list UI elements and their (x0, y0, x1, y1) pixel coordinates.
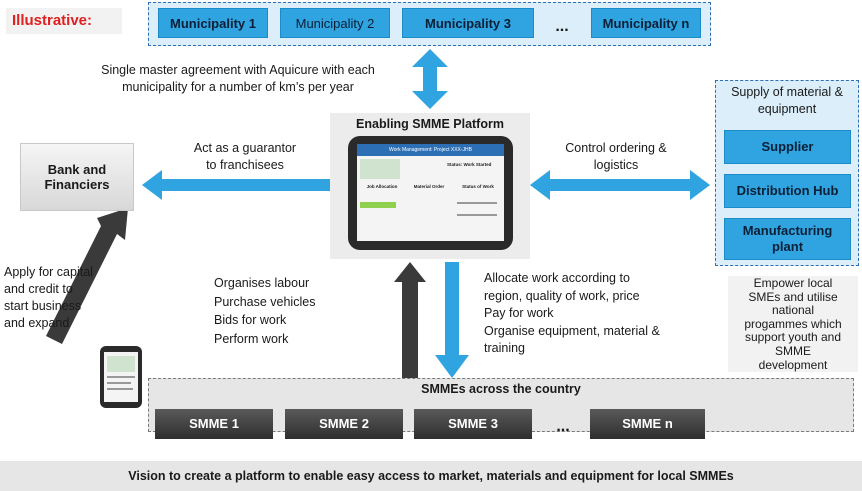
supplier-box: Supplier (724, 130, 851, 164)
master-agreement-line-1: Single master agreement with Aquicure wi… (101, 63, 375, 77)
municipality-platform-arrow (412, 49, 448, 109)
control-ordering-text: Control ordering & logistics (548, 140, 684, 174)
smme-3-box: SMME 3 (414, 409, 532, 439)
platform-title: Enabling SMME Platform (356, 117, 504, 131)
apply-line-3: start business (4, 299, 82, 313)
tablet-material-order: Material Order (413, 184, 445, 189)
guarantor-arrow (142, 170, 330, 200)
smme-1-box: SMME 1 (155, 409, 273, 439)
empower-line-6: SMME (775, 343, 811, 358)
empower-line-4: progammes which (744, 316, 842, 331)
smme-action-3: Bids for work (214, 313, 287, 327)
tablet-map-thumbnail (360, 159, 400, 179)
tablet-job-bar (360, 202, 396, 208)
smme-action-2: Purchase vehicles (214, 294, 316, 309)
tablet-status-of-work: Status of Work (462, 184, 494, 189)
apply-line-4: and expand (4, 316, 70, 330)
smme-ellipsis: ... (556, 418, 570, 435)
municipality-1-box: Municipality 1 (158, 8, 268, 38)
manufacturing-plant-box: Manufacturing plant (724, 218, 851, 260)
master-agreement-text: Single master agreement with Aquicure wi… (60, 62, 416, 96)
smme-panel-title: SMMEs across the country (421, 382, 581, 396)
phone-text-line-2 (107, 382, 131, 384)
apply-line-1: Apply for capital (4, 265, 93, 279)
illustrative-label: Illustrative: (6, 8, 122, 34)
platform-action-1: Allocate work according to (484, 271, 630, 285)
empower-line-5: support youth and (744, 330, 842, 345)
municipality-ellipsis: ... (555, 18, 569, 35)
empower-panel (728, 276, 858, 372)
master-agreement-line-2: municipality for a number of km’s per ye… (122, 80, 354, 94)
smme-to-platform-arrow (394, 262, 426, 380)
phone-screen (104, 352, 138, 402)
apply-capital-arrow (46, 208, 128, 344)
tablet-header: Work Management: Project XXX-JHB (357, 144, 504, 156)
bank-financiers-box: Bank and Financiers (20, 143, 134, 211)
empower-text: Empower local SMEs and utilise national … (728, 276, 858, 372)
supply-header-line-1: Supply of material & (731, 85, 843, 99)
municipality-3-box: Municipality 3 (402, 8, 534, 38)
guarantor-line-1: Act as a guarantor (193, 141, 297, 155)
platform-action-5: training (484, 341, 525, 355)
municipality-2-box: Municipality 2 (280, 8, 390, 38)
guarantor-text: Act as a guarantor to franchisees (180, 140, 310, 174)
tablet-job-allocation: Job Allocation (366, 184, 398, 189)
platform-action-2: region, quality of work, price (484, 288, 640, 303)
platform-actions-list: Allocate work according to region, quali… (484, 270, 714, 358)
platform-to-smme-arrow (435, 262, 469, 378)
bank-label-line-2: Financiers (44, 177, 110, 192)
apply-capital-text: Apply for capital and credit to start bu… (4, 264, 124, 332)
empower-line-3: national (771, 303, 815, 318)
tablet-screen: Work Management: Project XXX-JHB Status:… (357, 144, 504, 241)
smme-n-box: SMME n (590, 409, 705, 439)
empower-line-2: SMEs and utilise (748, 289, 838, 304)
municipality-n-box: Municipality n (591, 8, 701, 38)
smme-actions-list: Organises labour Purchase vehicles Bids … (214, 274, 384, 348)
phone-map-thumbnail (107, 356, 135, 372)
guarantor-line-2: to franchisees (206, 158, 284, 172)
platform-action-4: Organise equipment, material & (484, 323, 660, 338)
smme-2-box: SMME 2 (285, 409, 403, 439)
control-line-2: logistics (593, 158, 639, 172)
tablet-status: Status: Work Started (447, 162, 492, 167)
empower-line-7: development (758, 357, 828, 372)
apply-line-2: and credit to (4, 282, 73, 296)
platform-action-3: Pay for work (484, 306, 554, 320)
supply-header-line-2: equipment (757, 102, 817, 116)
tablet-progress-line-2 (457, 214, 497, 216)
distribution-hub-box: Distribution Hub (724, 174, 851, 208)
phone-text-line-3 (107, 388, 133, 390)
supply-header: Supply of material & equipment (717, 84, 857, 118)
smme-action-4: Perform work (214, 331, 289, 346)
vision-footer: Vision to create a platform to enable ea… (0, 461, 862, 491)
tablet-progress-line-1 (457, 202, 497, 204)
supply-logistics-arrow (530, 170, 710, 200)
phone-text-line-1 (107, 376, 135, 378)
smme-action-1: Organises labour (214, 276, 310, 290)
control-line-1: Control ordering & (565, 141, 667, 155)
bank-label-line-1: Bank and (47, 162, 107, 177)
empower-line-1: Empower local (753, 276, 833, 290)
